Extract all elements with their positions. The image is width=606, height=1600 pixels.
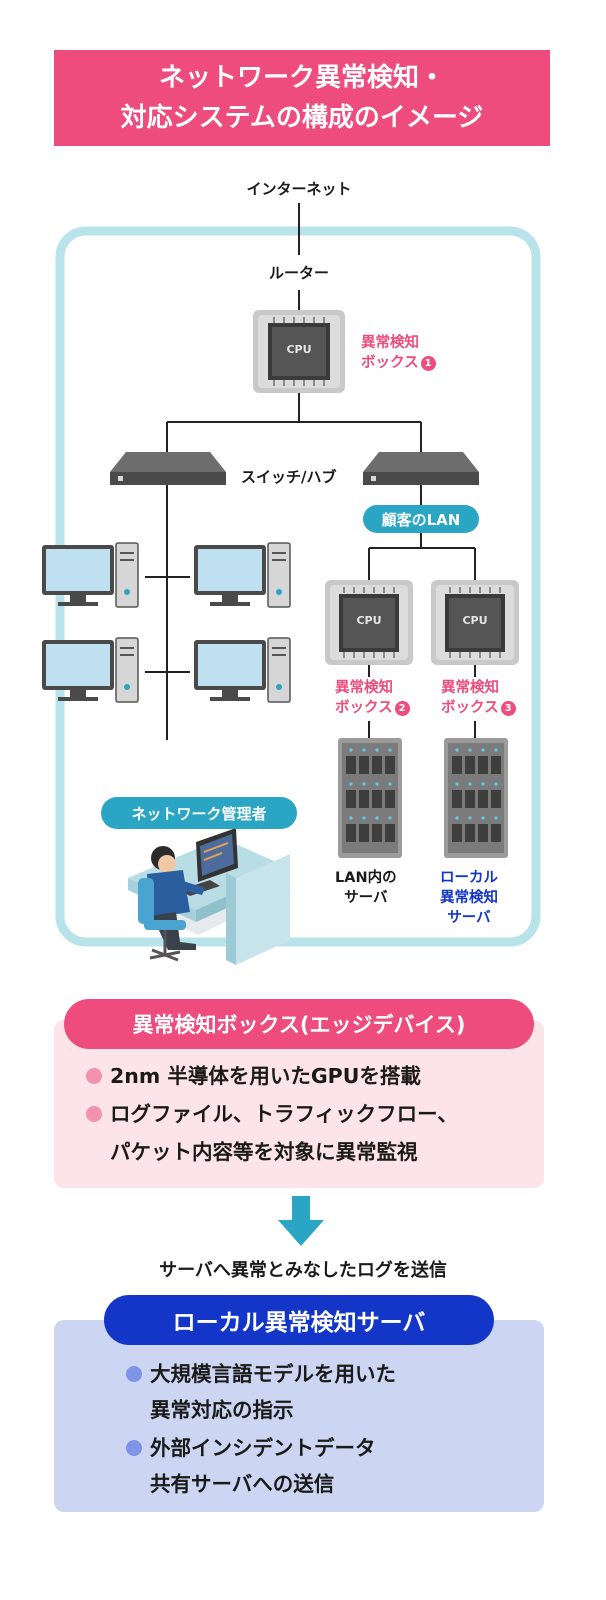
lan-server-line-1: LAN内の (335, 870, 397, 886)
network-admin-pill: ネットワーク管理者 (101, 797, 297, 829)
switch-hub-icon (363, 452, 479, 485)
internet-label: インターネット (246, 180, 352, 198)
server-bullet-1-line-2: 異常対応の指示 (150, 1398, 294, 1422)
local-server-line-2: 異常検知 (440, 890, 498, 906)
edge-bullet-1: 2nm 半導体を用いたGPUを搭載 (110, 1064, 421, 1088)
bullet-dot (126, 1366, 142, 1382)
box-1-line-1: 異常検知 (361, 335, 419, 351)
down-arrow-icon (278, 1196, 324, 1246)
customer-lan-pill: 顧客のLAN (363, 505, 479, 533)
title-banner: ネットワーク異常検知・ 対応システムの構成のイメージ (54, 50, 550, 146)
desktop-computer-icon (42, 542, 139, 608)
bullet-dot (86, 1068, 102, 1084)
switch-hub-icon (110, 452, 226, 485)
cpu-chip-label: CPU (356, 614, 382, 627)
arrow-caption: サーバへ異常とみなしたログを送信 (159, 1260, 447, 1281)
desktop-computer-icon (42, 637, 139, 703)
local-server-line-1: ローカル (440, 870, 498, 886)
server-bullet-1-line-1: 大規模言語モデルを用いた (150, 1362, 396, 1386)
desktop-computer-icon (194, 542, 291, 608)
server-rack-icon (338, 738, 402, 858)
cpu-chip-icon (325, 580, 413, 665)
cpu-chip-icon (253, 310, 345, 393)
switch-hub-label: スイッチ/ハブ (241, 468, 337, 486)
box-3-line-1: 異常検知 (441, 680, 499, 696)
bullet-dot (126, 1440, 142, 1456)
network-admin-icon (128, 828, 292, 965)
server-bullet-2-line-2: 共有サーバへの送信 (150, 1472, 335, 1496)
number-badge-3: 3 (500, 701, 516, 716)
local-server-line-3: サーバ (447, 910, 491, 926)
connection-lines (145, 203, 476, 740)
number-badge-2: 2 (394, 701, 410, 716)
edge-bullet-2-line-2: パケット内容等を対象に異常監視 (110, 1140, 418, 1164)
title-line-2: 対応システムの構成のイメージ (120, 103, 484, 133)
local-server-heading: ローカル異常検知サーバ (104, 1295, 494, 1345)
local-server-panel (54, 1320, 544, 1512)
title-line-1: ネットワーク異常検知・ (158, 63, 445, 93)
cpu-chip-label: CPU (286, 343, 312, 356)
network-diagram (42, 203, 541, 965)
lan-server-label: LAN内の サーバ (335, 868, 397, 908)
box-2-line-1: 異常検知 (335, 680, 393, 696)
desktop-computer-icon (194, 637, 291, 703)
router-label: ルーター (268, 264, 330, 282)
cpu-chip-label: CPU (462, 614, 488, 627)
edge-bullet-2-line-1: ログファイル、トラフィックフロー、 (110, 1102, 458, 1126)
bullet-dot (86, 1106, 102, 1122)
number-badge-1: 1 (420, 356, 436, 371)
server-rack-icon (444, 738, 508, 858)
server-bullet-2-line-1: 外部インシデントデータ (150, 1436, 376, 1460)
edge-device-heading: 異常検知ボックス(エッジデバイス) (64, 999, 534, 1049)
cpu-chip-icon (431, 580, 519, 665)
local-server-label: ローカル 異常検知 サーバ (440, 868, 498, 928)
lan-server-line-2: サーバ (344, 890, 388, 906)
